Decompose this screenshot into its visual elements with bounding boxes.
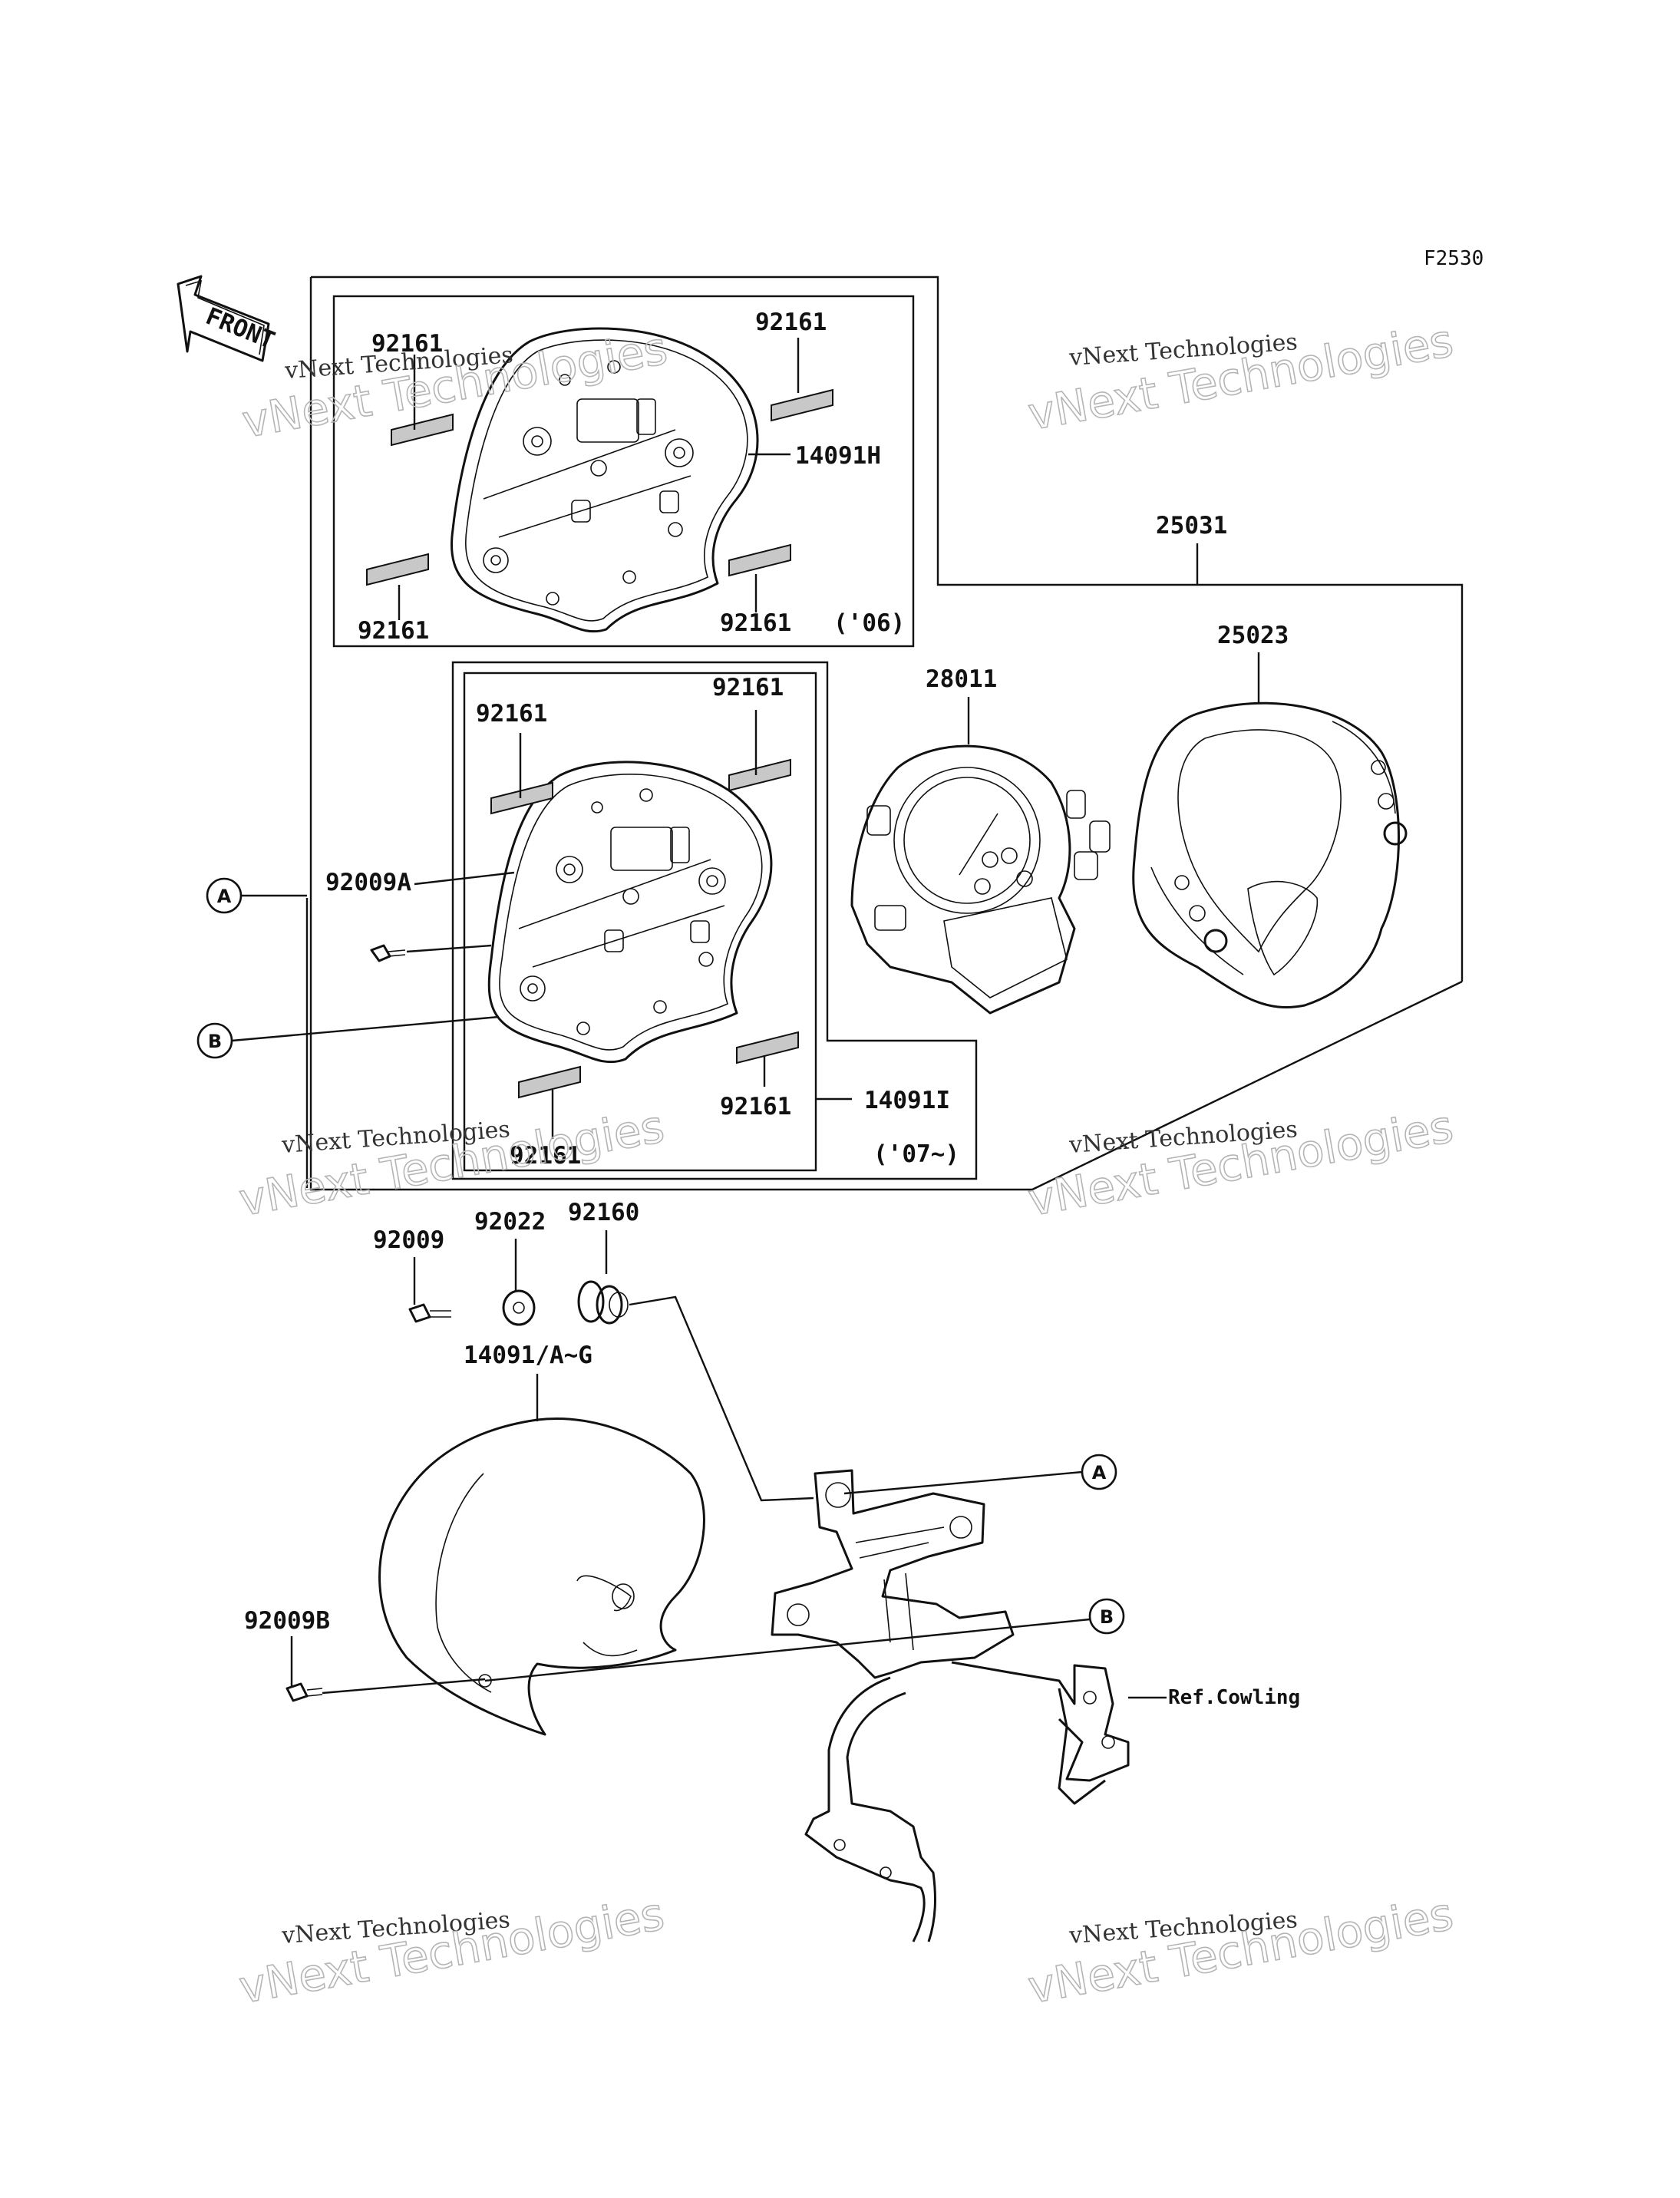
label-92009a: 92009A (325, 869, 411, 896)
year-label-07: ('07~) (873, 1140, 959, 1168)
meter-case-06 (451, 327, 759, 633)
assembly-frame (305, 276, 1464, 1191)
frame-07-inner (463, 672, 817, 1172)
meter-bezel-25023 (1132, 701, 1408, 1009)
label-92009: 92009 (373, 1226, 444, 1254)
watermark: vNext Technologies vNext Technologies (238, 322, 672, 449)
label-92161-06-tl: 92161 (371, 330, 443, 358)
label-92161-06-tr: 92161 (755, 309, 827, 336)
figure-code: F2530 (1424, 247, 1484, 270)
callout-b-left: B (196, 1022, 233, 1059)
svg-text:vNext Technologies: vNext Technologies (236, 1887, 668, 2013)
callout-b-right: B (1088, 1598, 1125, 1635)
sticker-92161-07-br (736, 1031, 799, 1064)
screw-92009a-icon (370, 944, 492, 962)
screw-92009b-icon (286, 1682, 323, 1702)
label-28011: 28011 (926, 665, 997, 693)
watermark: vNext Technologies vNext Technologies (235, 1887, 668, 2015)
sticker-92161-06-bl (366, 553, 429, 586)
watermark: vNext Technologies vNext Technologies (1024, 1100, 1457, 1227)
label-14091i: 14091I (864, 1087, 950, 1114)
label-92022: 92022 (474, 1208, 546, 1236)
label-14091-a-g: 14091/A~G (464, 1342, 592, 1369)
sticker-92161-07-tr (728, 758, 791, 792)
svg-text:B: B (1100, 1606, 1114, 1628)
meter-case-07 (487, 761, 773, 1064)
label-92160: 92160 (568, 1199, 639, 1226)
meter-bracket (771, 1469, 1130, 1942)
front-arrow-icon: FRONT (177, 275, 279, 362)
svg-text:A: A (217, 886, 232, 907)
label-ref-cowling: Ref.Cowling (1168, 1686, 1300, 1709)
label-92161-06-bl: 92161 (358, 617, 429, 645)
label-14091h: 14091H (795, 442, 881, 470)
grommet-92160-icon (577, 1280, 629, 1325)
callout-a-left: A (206, 877, 243, 914)
meter-cover-14091 (378, 1417, 705, 1736)
watermark: vNext Technologies vNext Technologies (1024, 314, 1457, 441)
label-92161-07-bl: 92161 (510, 1142, 581, 1170)
frame-07 (451, 661, 978, 1180)
callout-a-right: A (1081, 1454, 1117, 1490)
meter-unit-28011 (850, 744, 1111, 1015)
sticker-92161-06-tl (391, 413, 454, 447)
screw-92009-icon (408, 1303, 451, 1323)
watermark: vNext Technologies vNext Technologies (1024, 1887, 1457, 2015)
svg-text:A: A (1092, 1462, 1107, 1483)
svg-text:vNext Technologies: vNext Technologies (1025, 1100, 1457, 1226)
label-92161-06-br: 92161 (720, 609, 791, 637)
sticker-92161-06-br (728, 543, 791, 577)
sticker-92161-06-tr (771, 388, 833, 422)
label-92161-07-br: 92161 (720, 1093, 791, 1120)
sticker-92161-07-bl (518, 1065, 581, 1099)
label-25023: 25023 (1217, 622, 1289, 649)
year-label-06: ('06) (833, 609, 905, 637)
sticker-92161-07-tl (490, 781, 553, 815)
svg-text:vNext Technologies: vNext Technologies (1025, 1887, 1457, 2013)
washer-92022-icon (502, 1289, 536, 1326)
label-92161-07-tl: 92161 (476, 700, 547, 728)
label-92161-07-tr: 92161 (712, 674, 784, 701)
front-label: FRONT (202, 302, 279, 355)
label-25031: 25031 (1156, 512, 1227, 540)
svg-text:B: B (208, 1031, 222, 1052)
label-92009b: 92009B (244, 1607, 330, 1635)
svg-text:vNext Technologies: vNext Technologies (239, 322, 672, 447)
frame-06 (332, 295, 915, 648)
